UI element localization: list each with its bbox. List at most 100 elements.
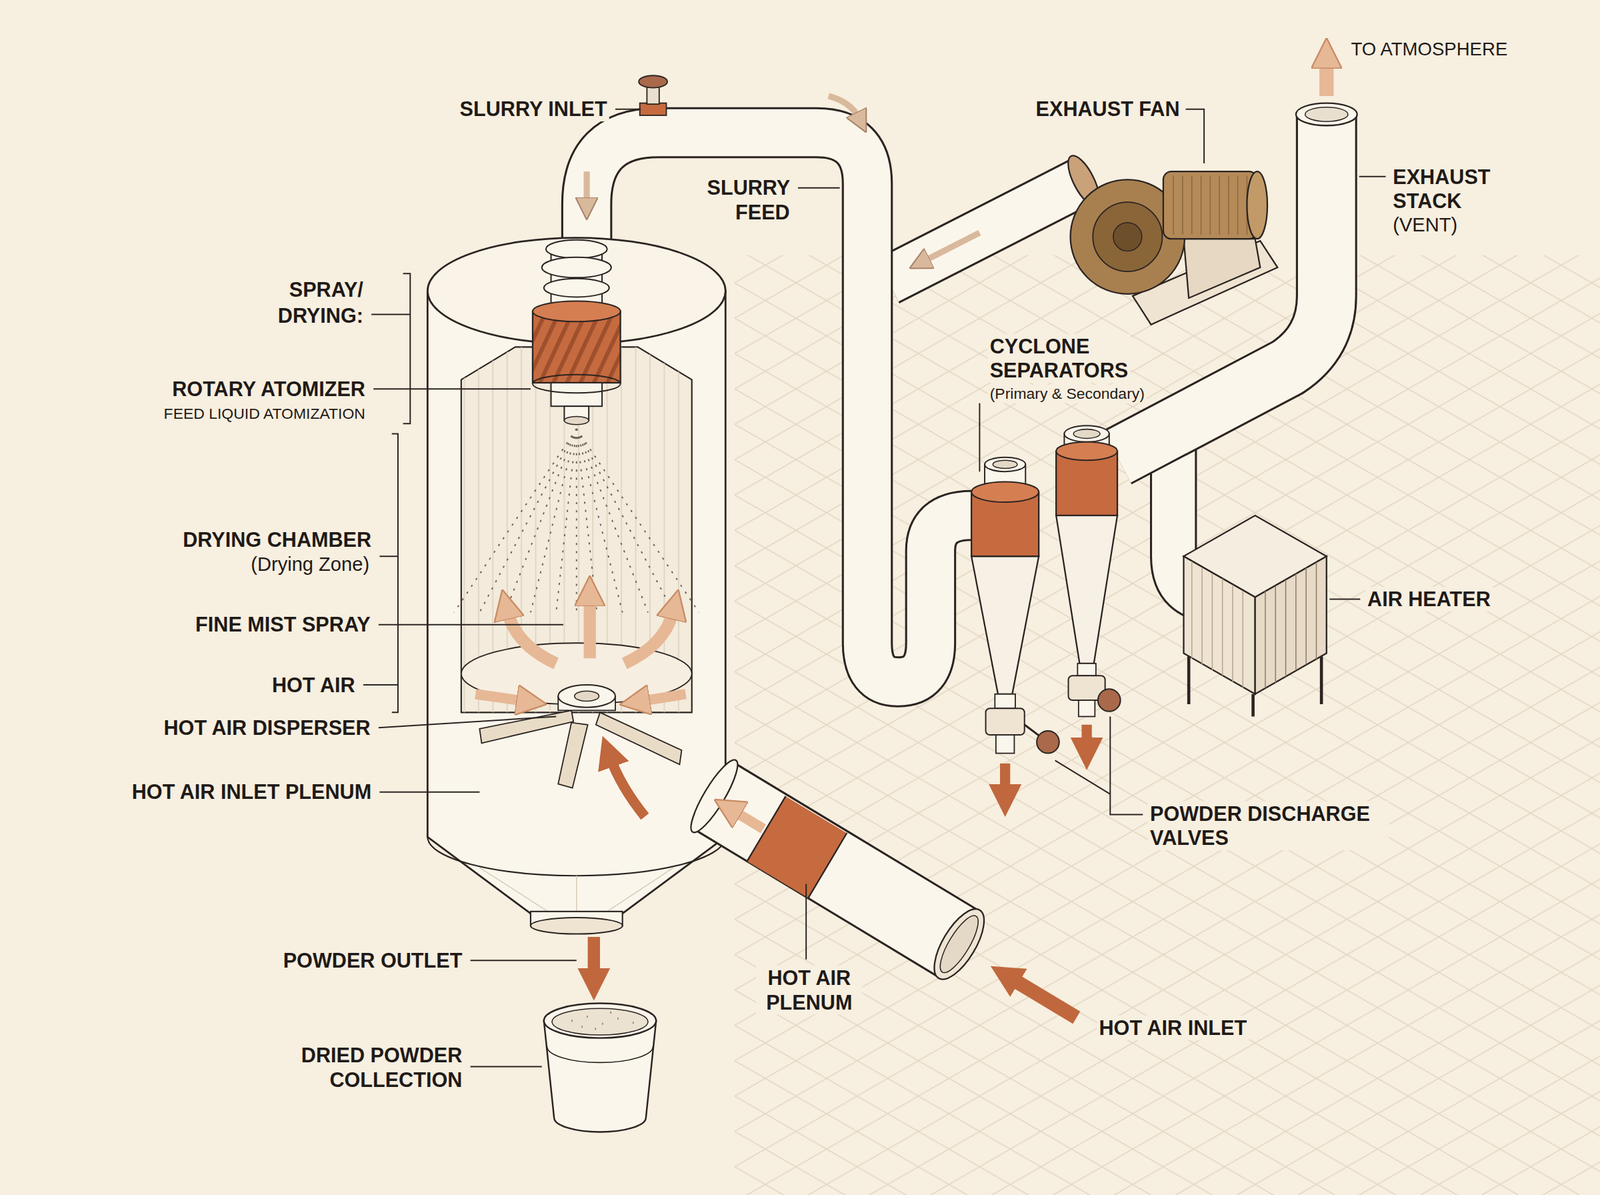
hot-air-disperser-part <box>574 690 600 701</box>
part-label: ROTARY ATOMIZER <box>170 376 368 402</box>
cyclone-separators-part <box>994 694 1016 708</box>
cyclone-separators-part <box>1077 663 1096 676</box>
hot-air-inlet-pipe-part <box>714 796 959 944</box>
hot-air-inlet-pipe-part <box>746 796 847 898</box>
powder-collection-part <box>544 1003 656 1038</box>
powder-collection <box>544 936 656 1132</box>
rotary-atomizer-part <box>542 257 612 278</box>
leader-lines-part <box>1186 109 1205 164</box>
slurry-feed-pipe-part <box>646 86 659 105</box>
part-label: HOT AIR DISPERSER <box>161 715 372 740</box>
leader-lines-part <box>378 716 556 728</box>
part-label: POWDER DISCHARGE VALVES <box>1148 801 1389 850</box>
hot-air-inlet-pipe-part <box>684 754 745 837</box>
drying-chamber-part <box>427 290 726 914</box>
hot-air-inlet-pipe-part <box>714 796 959 944</box>
exhaust-fan-part <box>1113 222 1142 252</box>
exhaust-fan-part <box>888 181 1082 280</box>
cyclone-separators-part <box>986 708 1025 735</box>
hot-air-arrows-part <box>584 596 596 658</box>
hot-air-disperser-part <box>596 712 682 764</box>
fine-mist-spray-part <box>454 428 699 613</box>
hot-air-arrows-part <box>640 694 686 702</box>
drying-chamber-part <box>461 346 692 712</box>
part-label: HOT AIR <box>270 672 358 698</box>
part-label: HOT AIR INLET <box>1096 1015 1249 1040</box>
hot-air-arrows-part <box>507 610 556 664</box>
leader-lines-part <box>798 187 840 189</box>
leader-lines-part <box>1055 716 1144 814</box>
hot-air-disperser-part <box>479 710 574 743</box>
cyclone-separators-part <box>984 457 1026 472</box>
drying-chamber <box>427 238 726 934</box>
hot-air-disperser-part <box>461 642 692 704</box>
rotary-atomizer-part <box>532 301 621 322</box>
hot-air-arrows-part <box>624 610 674 664</box>
cyclone-separators-part <box>971 556 1039 694</box>
exhaust-fan-part <box>923 232 980 262</box>
hot-air-inlet-pipe-part <box>924 901 994 987</box>
part-label: SPRAY/ DRYING: <box>276 277 366 329</box>
cyclone-separators-part <box>1056 442 1118 461</box>
leader-lines-part <box>470 1065 542 1067</box>
leader-lines-part <box>373 388 531 390</box>
cyclone-separators-part <box>1078 700 1095 716</box>
leader-lines <box>363 109 1386 1067</box>
leader-lines-part <box>1329 598 1360 600</box>
part-label: DRIED POWDER COLLECTION <box>286 1042 464 1092</box>
cyclone-separators-part <box>992 460 1018 468</box>
powder-collection-part <box>588 936 600 978</box>
exhaust-fan-part <box>1246 171 1268 239</box>
part-label: SLURRY INLET <box>458 96 610 122</box>
air-heater <box>1184 515 1327 717</box>
cyclone-separators <box>971 425 1120 794</box>
hot-air-inlet-pipe-part <box>1010 977 1076 1018</box>
rotary-atomizer-part <box>551 382 603 406</box>
exhaust-fan <box>888 151 1278 325</box>
rotary-atomizer-part <box>544 278 610 298</box>
part-label: AIR HEATER <box>1365 586 1493 612</box>
hot-air-inlet-pipe-part <box>766 828 828 866</box>
leader-lines-part <box>1359 176 1386 178</box>
leader-lines-part <box>363 684 398 686</box>
cyclone-separators-part <box>1036 730 1060 754</box>
drying-chamber-part <box>479 867 674 914</box>
part-label: SLURRY FEED <box>704 175 792 224</box>
slurry-feed-pipe-part <box>584 171 590 204</box>
part-label: EXHAUST FAN <box>1034 96 1182 122</box>
hot-air-inlet-pipe-part <box>732 810 764 829</box>
slurry-feed-pipe-part <box>640 103 667 116</box>
hot-air-arrows <box>475 596 686 816</box>
powder-collection-part <box>571 1012 634 1028</box>
part-label: FINE MIST SPRAY <box>193 612 373 637</box>
leader-lines-part <box>371 273 410 424</box>
fine-mist-spray <box>454 428 699 613</box>
exhaust-fan-part <box>1092 202 1162 272</box>
drying-chamber-part <box>530 917 623 934</box>
rotary-atomizer-part <box>546 240 608 259</box>
slurry-feed-pipe-part <box>638 75 668 88</box>
part-label: EXHAUST STACK <box>1390 164 1492 213</box>
air-heater-part <box>1184 556 1256 694</box>
hot-air-disperser-part <box>558 684 616 708</box>
part-label: HOT AIR PLENUM <box>756 965 862 1014</box>
part-label: CYCLONE SEPARATORS <box>988 334 1131 383</box>
hot-air-arrows-part <box>610 757 645 817</box>
exhaust-fan-part <box>1173 175 1247 235</box>
hot-air-arrows-part <box>475 694 526 702</box>
part-label: DRYING CHAMBER <box>180 527 374 552</box>
exhaust-stack-part <box>1305 107 1348 122</box>
air-heater-part <box>1192 561 1244 688</box>
cyclone-separators-part <box>1073 429 1100 439</box>
leader-lines-part <box>805 884 807 960</box>
rotary-atomizer-part <box>564 416 589 424</box>
leader-lines-part <box>379 434 398 713</box>
rotary-atomizer <box>532 240 621 425</box>
powder-collection-part <box>552 1008 648 1035</box>
part-label: HOT AIR INLET PLENUM <box>130 779 374 804</box>
part-label: (Primary & Secondary) <box>988 384 1147 404</box>
part-label: POWDER OUTLET <box>281 948 465 973</box>
exhaust-stack-part <box>1319 59 1334 96</box>
